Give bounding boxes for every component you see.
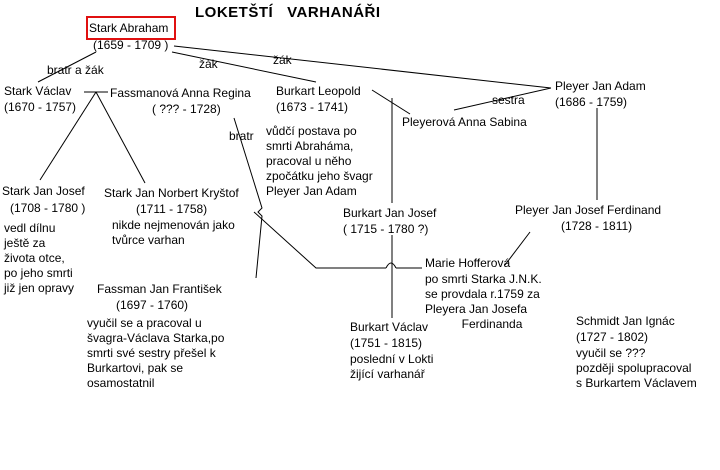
schmidt-note: vyučil se ??? později spolupracoval s Bu… (576, 346, 697, 390)
hofferova-name: Marie Hofferová (425, 256, 511, 270)
burkart-leopold-note: vůdčí postava po smrti Abraháma, pracova… (266, 124, 373, 198)
relation-bratr: bratr (229, 129, 254, 143)
relation-zak-2: žák (273, 53, 292, 67)
line-abraham-leopold (171, 51, 317, 83)
hofferova-note: po smrti Starka J.N.K. se provdala r.175… (425, 272, 542, 331)
page-title: LOKETŠTÍ VARHANÁŘI (195, 4, 381, 21)
burkart-leopold-name: Burkart Leopold (276, 84, 361, 98)
line-abraham-vaclav (37, 51, 97, 83)
burkart-leopold-years: (1673 - 1741) (276, 100, 349, 114)
burkart-jan-josef-name: Burkart Jan Josef (343, 206, 437, 220)
line-to-stark-jan-josef (39, 91, 97, 181)
burkart-vaclav-years: (1751 - 1815) (350, 336, 423, 350)
stark-jan-josef-note: vedl dílnu ještě za života otce, po jeho… (4, 221, 75, 295)
fassman-frantisek-name: Fassman Jan František (97, 282, 222, 296)
stark-norbert-name: Stark Jan Norbert Kryštof (104, 186, 239, 200)
stark-jan-josef-years: (1708 - 1780 ) (10, 201, 86, 215)
stark-abraham-years: (1659 - 1709 ) (93, 38, 169, 52)
relation-sestra: sestra (492, 93, 525, 107)
pleyerova-name: Pleyerová Anna Sabina (402, 115, 527, 129)
pleyer-ferdinand-years: (1728 - 1811) (561, 219, 633, 233)
fassmanova-name: Fassmanová Anna Regina (110, 86, 251, 100)
fassman-frantisek-note: vyučil se a pracoval u švagra-Václava St… (87, 316, 225, 390)
burkart-jan-josef-years: ( 1715 - 1780 ?) (343, 222, 429, 236)
line-pleyerova-pleyer (453, 87, 552, 111)
burkart-vaclav-name: Burkart Václav (350, 320, 429, 334)
relation-bratr-zak: bratr a žák (47, 63, 104, 77)
schmidt-years: (1727 - 1802) (576, 330, 649, 344)
line-ferdinand-hofferova (504, 231, 531, 266)
stark-vaclav-years: (1670 - 1757) (4, 100, 77, 114)
pleyer-ferdinand-name: Pleyer Jan Josef Ferdinand (515, 203, 662, 217)
stark-norbert-note: nikde nejmenován jako tvůrce varhan (112, 218, 235, 247)
burkart-vaclav-note: poslední v Lokti žijící varhanář (350, 352, 434, 381)
line-hop (385, 262, 397, 269)
highlight-box (86, 16, 176, 40)
pleyer-jan-adam-years: (1686 - 1759) (555, 95, 628, 109)
schmidt-name: Schmidt Jan Ignác (576, 314, 675, 328)
relation-zak-1: žák (199, 57, 218, 71)
pleyer-jan-adam-name: Pleyer Jan Adam (555, 79, 646, 93)
fassman-frantisek-years: (1697 - 1760) (116, 298, 189, 312)
line-abraham-pleyer (173, 45, 552, 89)
stark-vaclav-name: Stark Václav (4, 84, 72, 98)
line-leopold-pleyerova (371, 89, 411, 115)
stark-abraham-name: Stark Abraham (89, 21, 169, 35)
fassmanova-years: ( ??? - 1728) (152, 102, 221, 116)
line-to-stark-norbert (95, 91, 146, 184)
line-norbert-hofferova (253, 211, 386, 269)
stark-norbert-years: (1711 - 1758) (136, 202, 208, 216)
stark-jan-josef-name: Stark Jan Josef (2, 184, 85, 198)
line-fassmanova-frantisek (233, 117, 263, 279)
